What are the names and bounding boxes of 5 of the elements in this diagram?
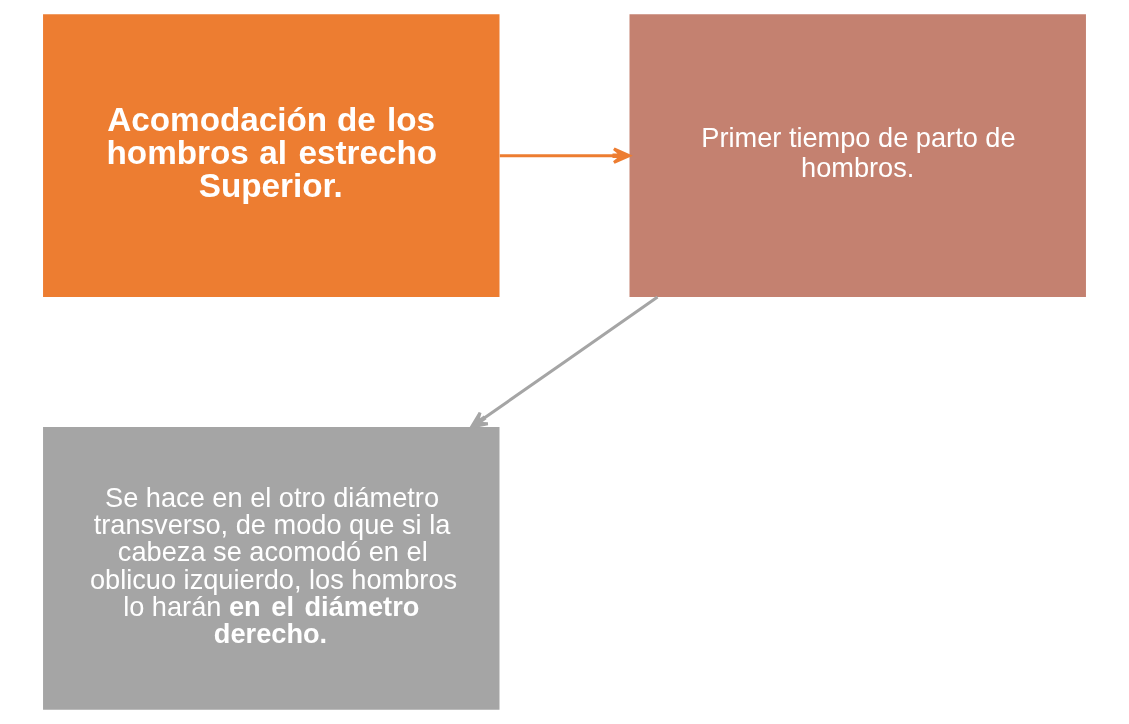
- node-box: Se hace en el otro diámetro transverso, de modo que si la cabeza se acomodó en el oblicuo izquierdo, los hombros lo harán en el diámetro derecho.: [43, 427, 500, 710]
- arrow: [499, 147, 631, 164]
- node-box: Primer tiempo de parto de hombros.: [629, 14, 1086, 297]
- arrow: [470, 295, 659, 429]
- node-box: Acomodación de los hombros al estrecho Superior.: [43, 14, 500, 297]
